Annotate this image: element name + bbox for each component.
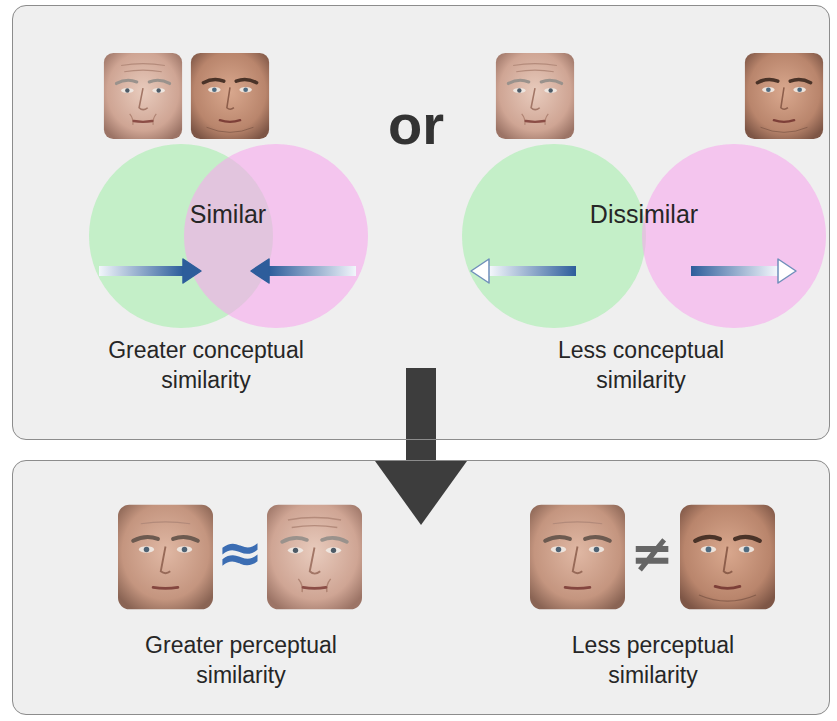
caption-text: Less perceptual similarity	[533, 631, 773, 691]
arrow-head	[375, 461, 467, 525]
approx-symbol: ≈	[195, 525, 285, 581]
small-arrow	[251, 259, 356, 283]
venn-circle	[184, 144, 368, 328]
arrow-shaft	[691, 266, 778, 276]
arrow-shaft	[269, 266, 356, 276]
venn-circle	[642, 144, 826, 328]
arrow-head	[251, 259, 269, 283]
arrow-shaft	[406, 368, 436, 463]
venn-shape	[76, 141, 381, 333]
arrow-head	[778, 259, 796, 283]
venn-label: Similar	[128, 198, 328, 231]
or-word: or	[351, 97, 481, 153]
not-equal-symbol: ≠	[607, 527, 697, 579]
caption-text: Greater perceptual similarity	[121, 631, 361, 691]
small-arrow	[99, 259, 201, 283]
small-arrow	[691, 259, 796, 283]
face-photo	[267, 505, 362, 610]
face-photo	[496, 53, 574, 139]
panel-ground	[12, 460, 830, 715]
flow-arrow	[375, 368, 467, 525]
face-photo	[680, 505, 775, 610]
arrow-shaft	[489, 266, 576, 276]
percept-panel: Greater perceptual similarity Less percep…	[12, 460, 830, 715]
venn-circle	[462, 144, 646, 328]
face-photo	[191, 53, 269, 139]
venn-shape	[456, 141, 829, 333]
caption-text: Less conceptual similarity	[521, 336, 761, 396]
face-photo	[745, 53, 823, 139]
arrow-head	[471, 259, 489, 283]
venn-label: Dissimilar	[544, 198, 744, 231]
face-photo	[104, 53, 182, 139]
face-photo	[118, 505, 213, 610]
similar-venn: Similar	[76, 141, 381, 333]
arrow-head	[183, 259, 201, 283]
arrow-shaft	[99, 266, 183, 276]
face-photo	[530, 505, 625, 610]
caption-text: Greater conceptual similarity	[86, 336, 326, 396]
small-arrow	[471, 259, 576, 283]
concept-panel: Similar Dissimilar orGreater conceptual si…	[12, 5, 830, 440]
dissimilar-venn: Dissimilar	[456, 141, 829, 333]
